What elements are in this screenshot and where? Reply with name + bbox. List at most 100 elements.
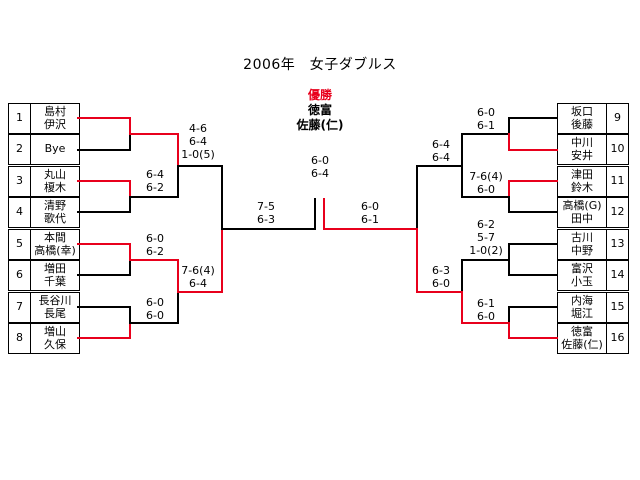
seed-number: 7 [9,293,31,322]
player-2: 榎木 [44,180,66,194]
left-entry-5: 5 本間高橋(幸) [8,229,80,260]
score-r-r1-m4: 6-1 6-0 [470,297,502,323]
seed-number: 15 [606,293,628,322]
seed-number: 3 [9,167,31,196]
line-l-r2-3 [129,259,179,293]
score-set: 6-4 [432,138,450,151]
right-entry-14: 富沢小玉 14 [557,260,629,291]
score-set: 5-7 [477,231,495,244]
score-l-r1-m3: 6-0 6-2 [140,232,170,258]
score-set: 1-0(5) [181,148,215,161]
line-l-r1-1 [77,117,131,135]
player-1: 本間 [44,230,66,244]
line-r-qf-2 [416,228,463,293]
line-l-r2-1 [129,133,179,167]
right-entry-9: 坂口後藤 9 [557,103,629,134]
player-2: 長尾 [44,306,66,320]
score-set: 6-0 [477,310,495,323]
line-l-qf-1 [177,165,223,230]
player-2: 高橋(幸) [34,243,76,257]
player-1: 津田 [571,167,593,181]
seed-number: 5 [9,230,31,259]
player-names: 徳富佐藤(仁) [558,324,606,353]
line-r-r1-15 [508,306,558,324]
line-r-r2-4 [461,291,510,324]
player-1: 島村 [44,104,66,118]
score-l-r1-m4: 6-0 6-0 [140,296,170,322]
seed-number: 10 [606,135,628,164]
player-1: 徳富 [571,324,593,338]
score-set: 6-0 [432,277,450,290]
score-set: 6-0 [146,309,164,322]
seed-number: 9 [606,104,628,133]
champion-block: 優勝 徳富 佐藤(仁) [280,88,360,133]
seed-number: 13 [606,230,628,259]
player-1: 内海 [571,293,593,307]
seed-number: 2 [9,135,31,164]
right-entry-10: 中川安井 10 [557,134,629,165]
player-names: 本間高橋(幸) [31,230,79,259]
right-entry-13: 古川中野 13 [557,229,629,260]
score-set: 6-3 [257,213,275,226]
player-names: 長谷川長尾 [31,293,79,322]
score-set: 4-6 [189,122,207,135]
line-r-qf-1 [416,165,463,230]
left-entry-8: 8 増山久保 [8,323,80,354]
score-r-r1-m3: 6-2 5-7 1-0(2) [462,218,510,257]
line-l-r1-2 [77,133,131,151]
score-l-r1-m2: 6-4 6-2 [140,168,170,194]
seed-number: 11 [606,167,628,196]
player-2: 佐藤(仁) [561,337,603,351]
line-r-r1-16 [508,322,558,339]
score-r-r1-m2: 7-6(4) 6-0 [466,170,506,196]
player-names: 坂口後藤 [558,104,606,133]
player-names: 津田鈴木 [558,167,606,196]
line-r-r1-10 [508,133,558,151]
line-l-r2-2 [129,165,179,198]
score-r-r2-m1: 6-4 6-4 [425,138,457,164]
line-l-r1-6 [77,259,131,276]
seed-number: 8 [9,324,31,353]
player-names: 富沢小玉 [558,261,606,290]
player-names: 清野歌代 [31,198,79,227]
score-r-r1-m1: 6-0 6-1 [470,106,502,132]
line-l-r1-8 [77,322,131,339]
score-r-r2-m2: 6-3 6-0 [425,264,457,290]
player-names: 島村伊沢 [31,104,79,133]
champion-name-1: 徳富 [307,103,332,117]
score-set: 6-0 [146,296,164,309]
player-names: Bye [31,135,79,164]
score-set: 7-5 [257,200,275,213]
page-title: 2006年 女子ダブルス [243,57,397,73]
seed-number: 14 [606,261,628,290]
champion-label: 優勝 [307,88,332,102]
seed-number: 12 [606,198,628,227]
player-1: 丸山 [44,167,66,181]
line-l-r1-4 [77,196,131,213]
player-2: 中野 [571,243,593,257]
score-set: 6-0 [311,154,329,167]
seed-number: 4 [9,198,31,227]
player-1: 坂口 [571,104,593,118]
score-set: 7-6(4) [181,264,215,277]
player-1: 増山 [44,324,66,338]
line-l-r1-3 [77,180,131,198]
player-2: 田中 [571,211,593,225]
line-l-r2-4 [129,291,179,324]
score-set: 6-0 [477,183,495,196]
score-set: 6-2 [477,218,495,231]
line-l-r1-7 [77,306,131,324]
left-entry-7: 7 長谷川長尾 [8,292,80,323]
right-entry-16: 徳富佐藤(仁) 16 [557,323,629,354]
player-1: 増田 [44,261,66,275]
line-r-r1-14 [508,259,558,276]
line-r-r1-12 [508,196,558,213]
player-2: 千葉 [44,274,66,288]
player-2: 安井 [571,148,593,162]
player-1: Bye [44,142,66,156]
seed-number: 1 [9,104,31,133]
score-set: 6-2 [146,245,164,258]
score-l-semi: 7-5 6-3 [248,200,284,226]
player-names: 内海堀江 [558,293,606,322]
